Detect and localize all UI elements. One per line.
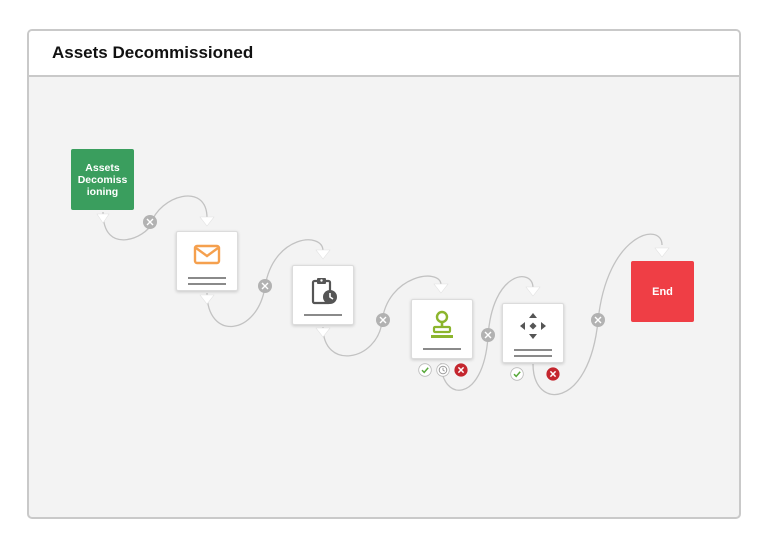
remove-connector-icon[interactable] — [143, 215, 157, 229]
remove-connector-icon[interactable] — [591, 313, 605, 327]
arrow-in-end — [654, 247, 670, 258]
page-title: Assets Decommissioned — [52, 43, 254, 62]
remove-connector-icon[interactable] — [481, 328, 495, 342]
node-text-line — [423, 348, 461, 350]
approval-stamp-icon — [431, 310, 453, 338]
panel-header: Assets Decommissioned — [29, 31, 739, 77]
pending-clock-icon[interactable] — [436, 363, 450, 377]
arrow-in-form — [315, 249, 331, 260]
rejected-x-icon[interactable] — [546, 367, 560, 381]
arrow-in-decision — [525, 286, 541, 297]
node-text-line — [514, 349, 552, 351]
remove-connector-icon[interactable] — [376, 313, 390, 327]
remove-connector-icon[interactable] — [258, 279, 272, 293]
arrow-out-start — [96, 213, 110, 224]
start-node[interactable]: Assets Decomiss ioning — [71, 149, 134, 210]
end-node-label: End — [652, 285, 673, 298]
node-text-line — [188, 283, 226, 285]
workflow-connectors — [96, 195, 670, 396]
decision-step-node[interactable] — [502, 303, 564, 363]
diamond-arrows-icon — [520, 313, 546, 339]
end-node[interactable]: End — [631, 261, 694, 322]
workflow-panel: Assets Decommissioned — [27, 29, 741, 519]
form-step-node[interactable] — [292, 265, 354, 325]
start-node-label: Assets Decomiss ioning — [77, 161, 128, 198]
arrow-out-email — [199, 294, 215, 305]
approved-check-icon[interactable] — [510, 367, 524, 381]
node-text-line — [304, 314, 342, 316]
rejected-x-icon[interactable] — [454, 363, 468, 377]
node-text-line — [514, 355, 552, 357]
envelope-icon — [193, 244, 221, 265]
approved-check-icon[interactable] — [418, 363, 432, 377]
arrow-in-approval — [433, 283, 449, 294]
node-text-line — [188, 277, 226, 279]
arrow-out-form — [315, 327, 331, 338]
approval-step-node[interactable] — [411, 299, 473, 359]
email-step-node[interactable] — [176, 231, 238, 291]
arrow-in-email — [199, 216, 215, 227]
clipboard-clock-icon — [311, 278, 337, 305]
